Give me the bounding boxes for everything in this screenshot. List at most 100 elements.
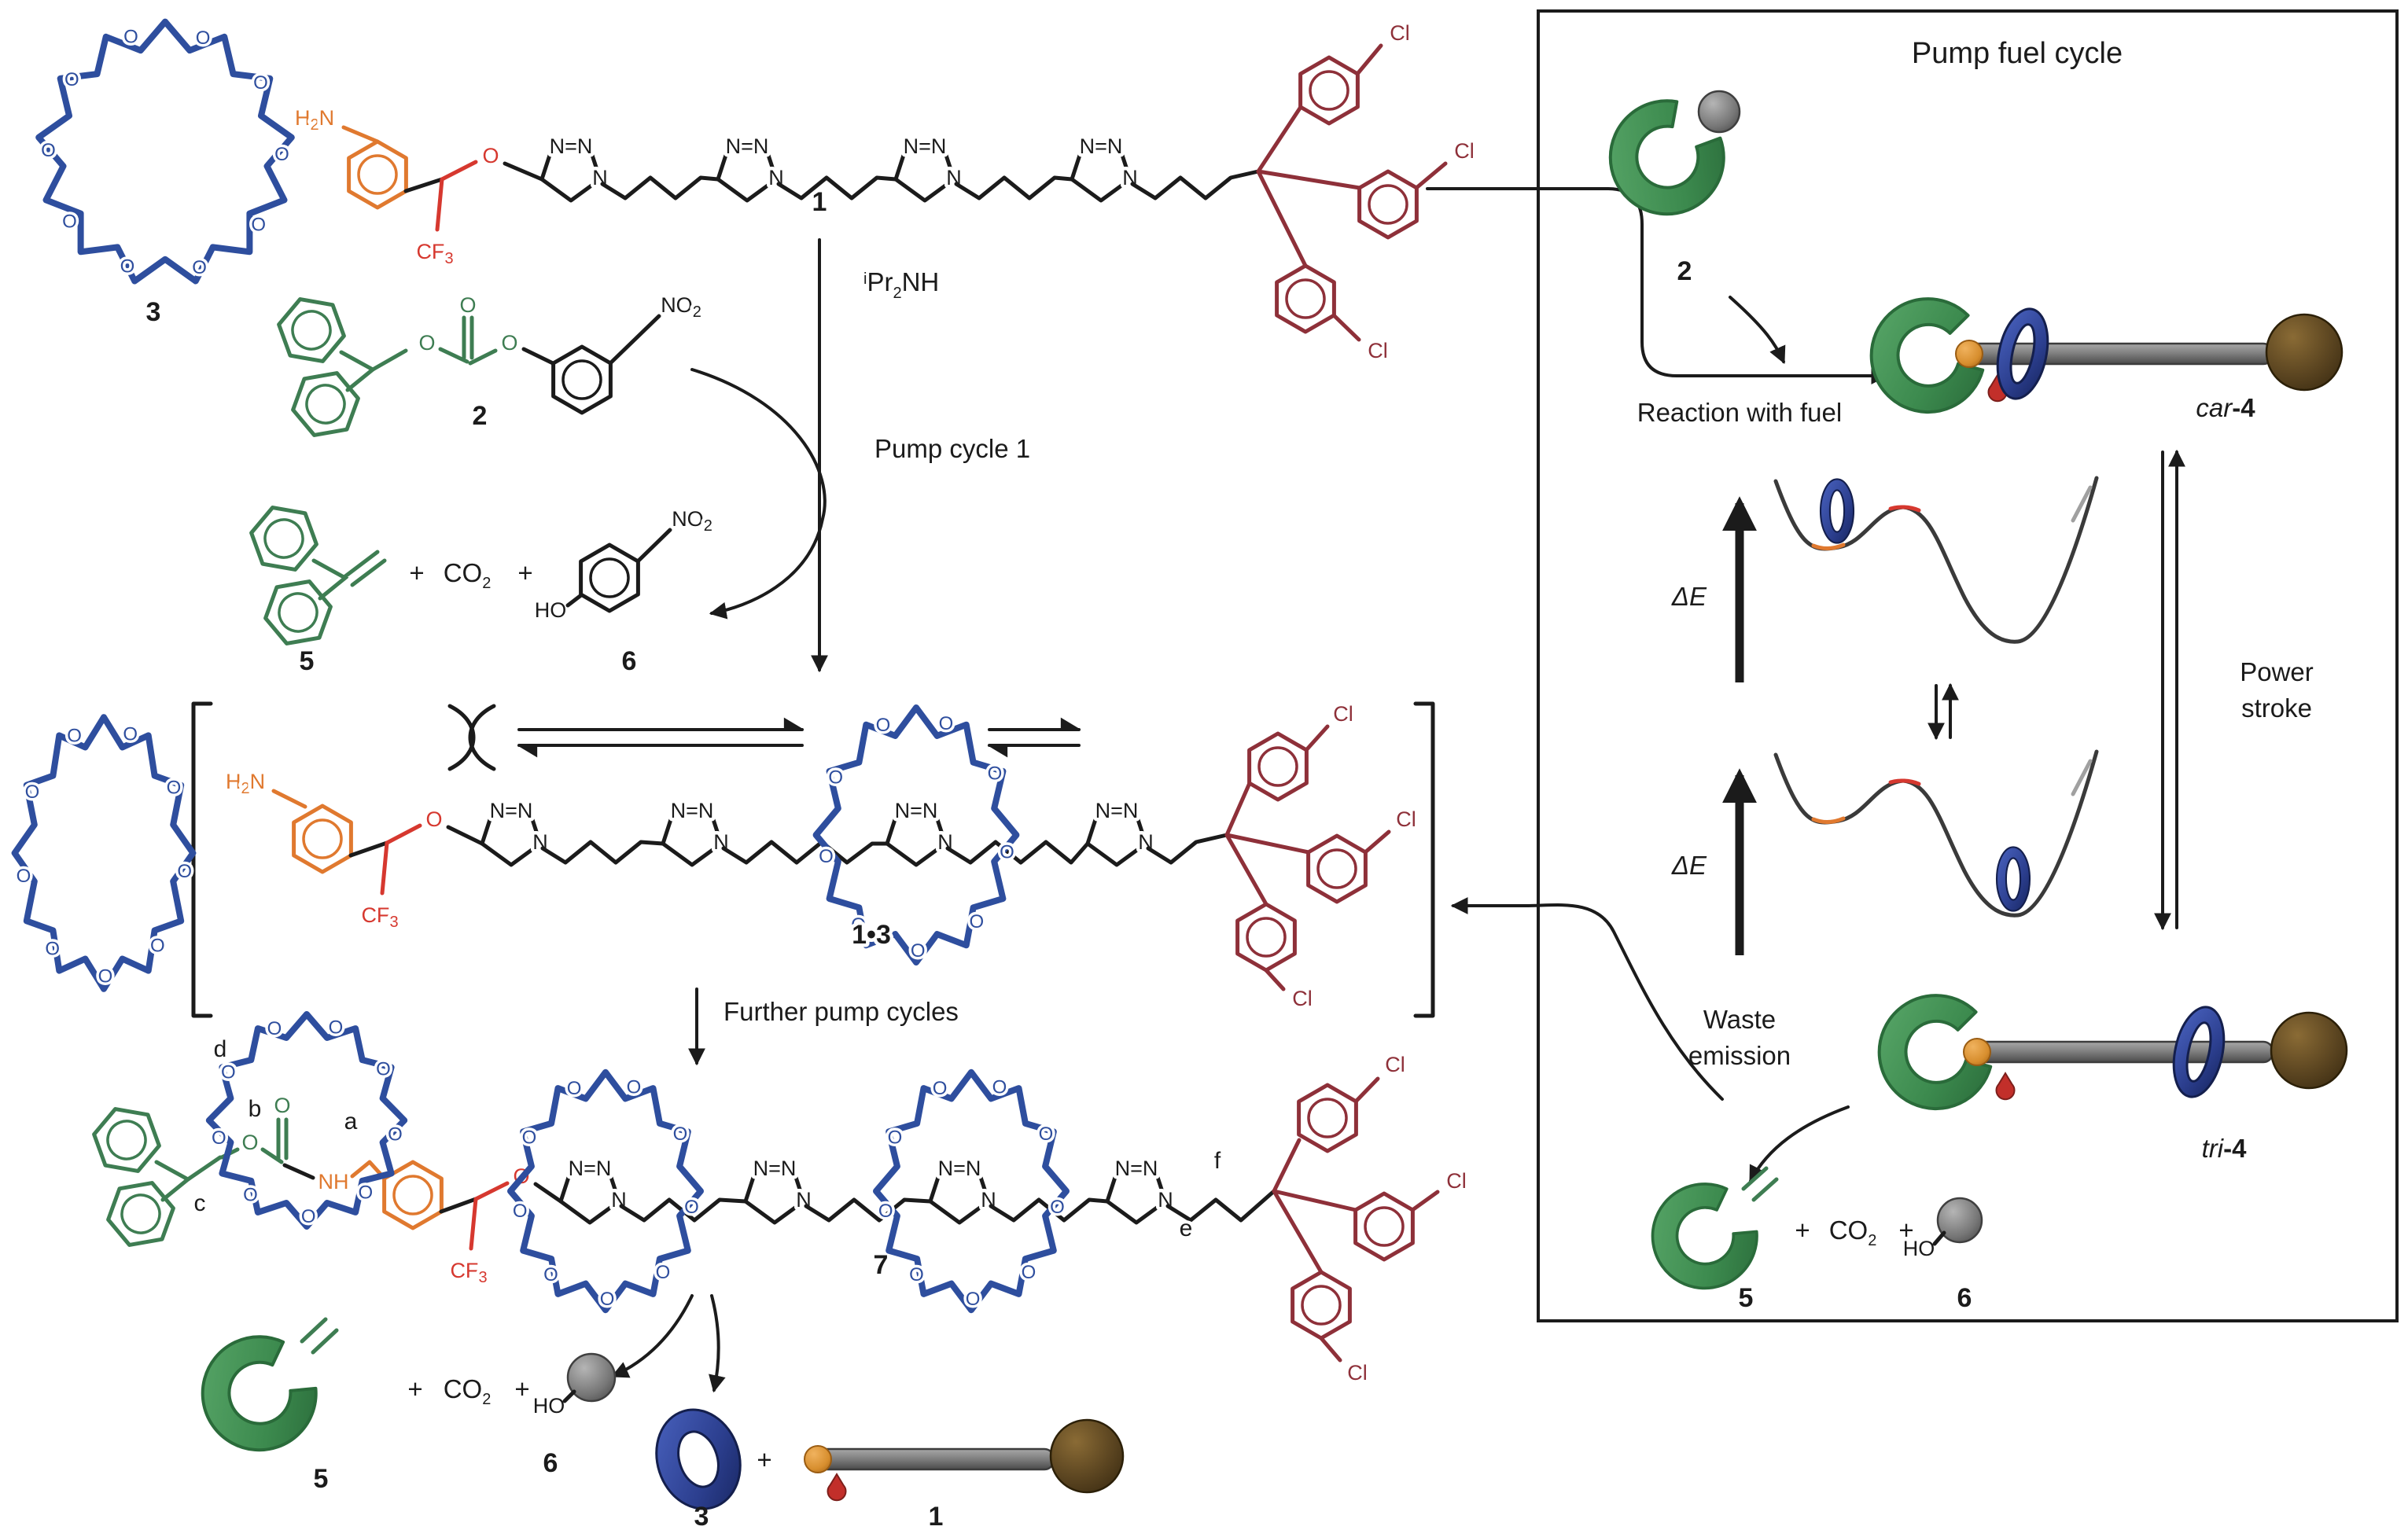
red-stopper-bead: [827, 1473, 847, 1502]
chlorophenyl-ring: [1301, 57, 1358, 123]
gray-segment: [2071, 759, 2093, 796]
svg-text:O: O: [45, 939, 60, 960]
plus-sign: +: [757, 1445, 771, 1474]
site-label-f: f: [1214, 1148, 1221, 1174]
energy-landscape-bottom: [1773, 749, 2099, 918]
arrow-panel-to-complex: [1450, 897, 1724, 1101]
bond: [1272, 1189, 1358, 1212]
chlorophenyl-ring: [1356, 1193, 1413, 1260]
svg-text:O: O: [627, 1076, 642, 1098]
bond: [521, 347, 555, 366]
alkyl-chain: [954, 175, 1074, 200]
site-label-e: e: [1180, 1216, 1193, 1241]
svg-text:O: O: [966, 1289, 981, 1310]
bond: [1256, 169, 1308, 268]
torus-in-deep-well: [1995, 846, 2031, 912]
arrow-7-to-waste: [610, 1294, 694, 1378]
svg-text:O: O: [376, 1058, 391, 1079]
svg-text:O: O: [1050, 1197, 1065, 1218]
site-label-a: a: [344, 1109, 358, 1135]
compound-7-label: 7: [874, 1250, 889, 1280]
brown-stopper-ball: [2270, 1011, 2348, 1090]
site-label-c: c: [194, 1190, 206, 1216]
co2-label: CO2: [444, 1374, 492, 1408]
svg-text:O: O: [177, 861, 192, 882]
svg-text:O: O: [120, 256, 135, 278]
svg-text:O: O: [1000, 841, 1014, 862]
triazole-nn-label: N=N: [895, 799, 938, 822]
svg-text:O: O: [911, 940, 926, 962]
svg-text:O: O: [909, 1264, 924, 1285]
svg-text:O: O: [992, 1076, 1007, 1098]
car-4-label: car-4: [2196, 393, 2255, 422]
triazole-nn-label: N=N: [490, 799, 533, 822]
bond: [282, 1163, 315, 1180]
triazole-n-label: N: [981, 1188, 996, 1212]
cl-label: Cl: [1347, 1361, 1368, 1385]
svg-text:O: O: [1022, 1262, 1036, 1283]
bond: [608, 314, 661, 366]
svg-text:O: O: [150, 936, 165, 957]
svg-text:O: O: [251, 215, 266, 236]
bond: [446, 825, 484, 846]
bond: [1331, 313, 1361, 342]
chlorophenyl-ring: [1250, 734, 1307, 800]
triazole-nn-label: N=N: [753, 1157, 797, 1180]
tri-4-assembly: tri-4: [1865, 983, 2348, 1163]
bond: [468, 348, 498, 366]
crossed-curves-symbol: [468, 704, 496, 771]
bond: [1224, 833, 1311, 855]
pump-cycle-1-step: iPr2NH Pump cycle 1: [811, 238, 1030, 673]
compound-6-label: 6: [543, 1448, 558, 1478]
cl-label: Cl: [1385, 1053, 1405, 1076]
thread-rod: [816, 1447, 1055, 1471]
cl-label: Cl: [1333, 702, 1353, 726]
power-label: Power: [2240, 657, 2314, 686]
svg-text:O: O: [543, 1264, 558, 1285]
red-site-segment: [1888, 505, 1921, 513]
triazole-nn-label: N=N: [904, 134, 947, 158]
bond: [635, 528, 672, 564]
alkyl-chain: [945, 840, 1090, 865]
svg-text:O: O: [212, 1127, 226, 1149]
bracket-right: [1413, 701, 1435, 1018]
compound-5-label: 5: [1739, 1283, 1754, 1313]
bond: [1410, 1190, 1440, 1212]
emission-label: emission: [1688, 1041, 1791, 1070]
panel-waste-products: + CO2 + HO 5 6: [1630, 1166, 1983, 1313]
thread-rod: [1972, 1040, 2274, 1064]
amine-h2n-label: H2N: [295, 106, 334, 134]
svg-text:O: O: [684, 1197, 699, 1218]
arrow-fuel-2-join: [1729, 296, 1786, 365]
bond: [1932, 1230, 1946, 1246]
fluorene-rings: [88, 1099, 188, 1255]
orange-site-segment: [1811, 816, 1846, 825]
methylene-double-bond: [1741, 1166, 1779, 1202]
cl-label: Cl: [1396, 807, 1416, 831]
svg-text:O: O: [329, 1017, 344, 1038]
orange-bead: [1955, 340, 1983, 368]
further-pump-cycles-label: Further pump cycles: [724, 997, 959, 1026]
amine-h2n-label: H2N: [226, 770, 265, 797]
compound-1-label: 1: [812, 187, 827, 217]
methylene-double-bond: [343, 550, 387, 587]
car-4-assembly: car-4: [1857, 286, 2344, 427]
compound-6-label: 6: [622, 646, 637, 676]
triazole-nn-label: N=N: [569, 1157, 612, 1180]
cl-label: Cl: [1368, 339, 1388, 362]
svg-text:O: O: [888, 1127, 903, 1148]
cf3-label: CF3: [416, 240, 453, 267]
brown-stopper-ball: [1049, 1418, 1125, 1494]
svg-text:O: O: [41, 140, 56, 161]
bond: [1319, 1336, 1342, 1363]
alkyl-chain: [600, 175, 720, 200]
bond: [1256, 169, 1362, 190]
gray-ball-6: [566, 1352, 617, 1403]
svg-text:O: O: [98, 966, 113, 988]
nitrophenyl-ring: [554, 347, 611, 413]
compound-1-label: 1: [929, 1502, 944, 1530]
byproducts-row: 5 + CO2 + NO2 HO 6: [245, 498, 716, 676]
compound-6-label: 6: [1957, 1283, 1972, 1313]
